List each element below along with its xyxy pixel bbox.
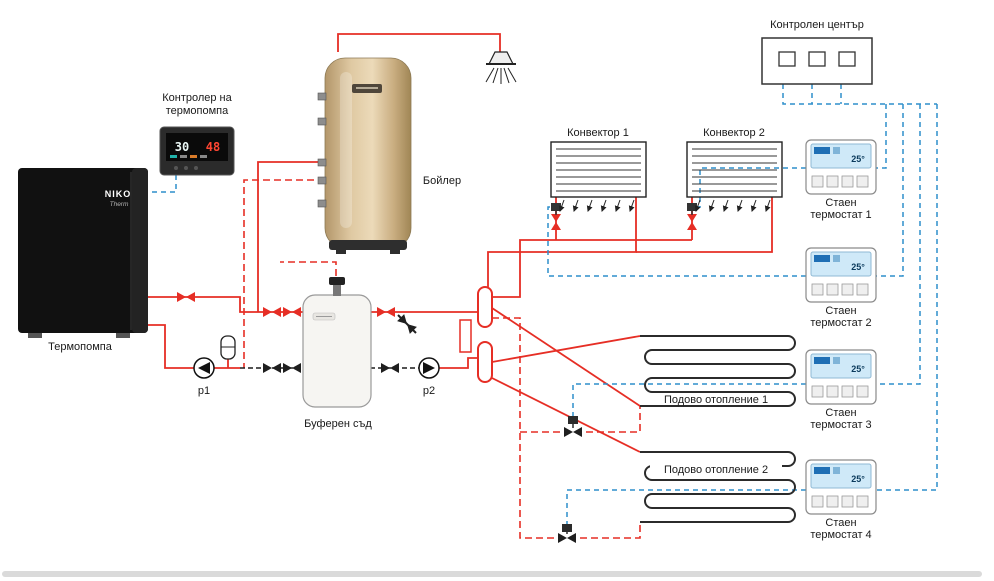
thermostat-button	[841, 283, 854, 296]
motorized-zone-valve-1	[564, 416, 582, 437]
buffer-top-valve-icon	[329, 277, 345, 285]
black-valve-icons	[263, 363, 399, 373]
thermostat-button	[811, 495, 824, 508]
convector-2	[686, 141, 783, 212]
distribution-manifolds	[459, 286, 493, 383]
thermostat-button	[826, 175, 839, 188]
controller-button	[194, 166, 198, 170]
thermostat-button	[811, 385, 824, 398]
pump-p1-icon	[193, 357, 215, 379]
controller-temp-left: 30	[175, 140, 189, 154]
room-thermostat-4: 25° Стаен термостат 4	[805, 459, 877, 541]
hot-water-supply-pipes	[148, 33, 773, 453]
pump-p2-label: p2	[423, 385, 435, 397]
convector-1-label: Конвектор 1	[567, 127, 629, 139]
heat-pump-label: Термопомпа	[48, 341, 113, 353]
buffer-tank	[302, 277, 372, 408]
controller-label-line2: термопомпа	[166, 105, 229, 117]
boiler-tank	[317, 57, 412, 254]
floor-heating-coil-1: Подово отопление 1	[640, 335, 796, 407]
thermostat-2-temp: 25°	[851, 262, 865, 272]
control-center-module	[778, 51, 796, 67]
thermostat-1-label-line1: Стаен	[825, 197, 856, 209]
thermostat-1-label-line2: термостат 1	[810, 209, 871, 221]
pump-p2-icon	[418, 357, 440, 379]
shower-icon	[485, 51, 517, 84]
floor-heating-2-label-bg	[650, 463, 782, 475]
control-center-module	[838, 51, 856, 67]
controller-button	[184, 166, 188, 170]
heat-pump-body	[18, 168, 148, 333]
thermostat-button	[826, 495, 839, 508]
thermostat-button	[826, 385, 839, 398]
thermostat-button	[856, 283, 869, 296]
heat-pump-unit: NIKO Therm	[18, 168, 148, 338]
control-center	[761, 37, 873, 85]
heat-pump-controller: 30 48	[159, 126, 235, 176]
boiler-label: Бойлер	[423, 175, 461, 187]
convector-1	[550, 141, 647, 212]
floor-heating-2-label: Подово отопление 2	[664, 464, 768, 476]
controller-temp-right: 48	[206, 140, 220, 154]
thermostat-button	[811, 175, 824, 188]
buffer-label: Буферен съд	[304, 418, 372, 430]
thermostat-button	[826, 283, 839, 296]
thermostat-button	[856, 385, 869, 398]
controller-button	[174, 166, 178, 170]
pump-p1-label: p1	[198, 385, 210, 397]
thermostat-3-temp: 25°	[851, 364, 865, 374]
heat-pump-brand-sub: Therm	[110, 201, 129, 208]
floor-heating-coil-2: Подово отопление 2	[640, 451, 796, 523]
thermostat-button	[811, 283, 824, 296]
hot-water-return-dashed-pipes	[243, 179, 641, 539]
control-center-module	[808, 51, 826, 67]
red-valve-icons	[177, 214, 697, 317]
thermostat-3-label-line2: термостат 3	[810, 419, 871, 431]
convector-2-airflow-arrows	[694, 199, 771, 212]
thermostat-button	[856, 495, 869, 508]
convector-valve-actuators	[551, 203, 697, 215]
expansion-vessel-icon	[220, 335, 236, 360]
thermostat-button	[841, 385, 854, 398]
convector-1-airflow-arrows	[558, 199, 635, 212]
thermostat-1-temp: 25°	[851, 154, 865, 164]
room-thermostat-1: 25° Стаен термостат 1	[805, 139, 877, 221]
thermostat-4-temp: 25°	[851, 474, 865, 484]
thermostat-2-label-line1: Стаен	[825, 305, 856, 317]
thermostat-button	[841, 495, 854, 508]
room-thermostat-3: 25° Стаен термостат 3	[805, 349, 877, 431]
thermostat-button	[841, 175, 854, 188]
thermostat-button	[856, 175, 869, 188]
floor-heating-1-label: Подово отопление 1	[664, 394, 768, 406]
thermostat-4-label-line1: Стаен	[825, 517, 856, 529]
thermostat-3-label-line1: Стаен	[825, 407, 856, 419]
motorized-zone-valve-2	[558, 524, 576, 543]
room-thermostat-2: 25° Стаен термостат 2	[805, 247, 877, 329]
floor-heating-1-label-bg	[650, 393, 782, 405]
page-bottom-edge	[2, 571, 982, 577]
controller-label-line1: Контролер на	[162, 92, 232, 104]
thermostat-2-label-line2: термостат 2	[810, 317, 871, 329]
control-center-label: Контролен център	[770, 19, 864, 31]
thermostat-4-label-line2: термостат 4	[810, 529, 871, 541]
heat-pump-brand: NIKO	[105, 189, 132, 199]
convector-2-label: Конвектор 2	[703, 127, 765, 139]
strainer-icon	[397, 314, 417, 334]
